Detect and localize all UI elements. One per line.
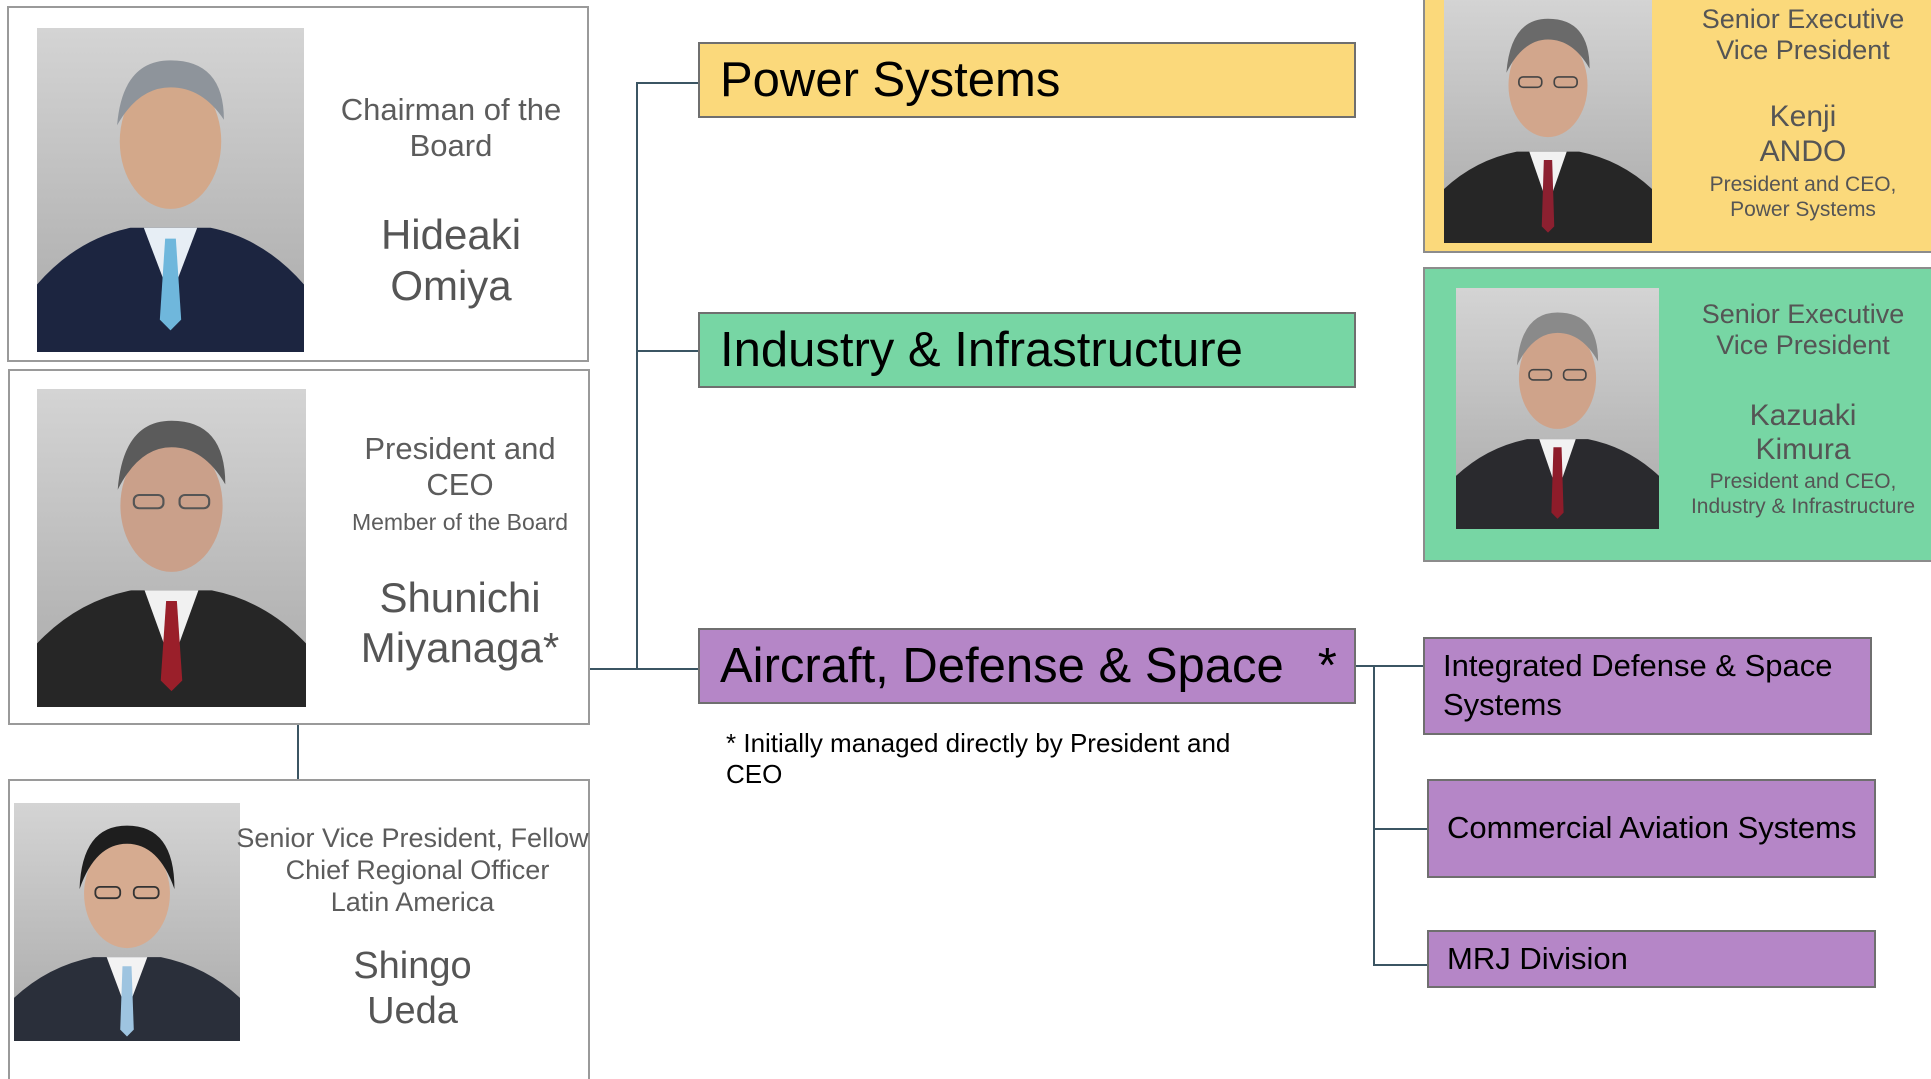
- segment-aircraft-defense-space: Aircraft, Defense & Space *: [698, 628, 1356, 704]
- segment-industry-label: Industry & Infrastructure: [720, 323, 1243, 377]
- unit-commercial-aviation: Commercial Aviation Systems: [1427, 779, 1876, 878]
- chairman-name-first: Hideaki: [380, 211, 522, 258]
- exec-industry-title-line1: President and CEO,: [1709, 470, 1897, 493]
- exec-power-card: Senior Executive Vice President Kenji AN…: [1423, 0, 1931, 253]
- exec-power-title-line2: Power Systems: [1730, 198, 1876, 221]
- chairman-card: Chairman of the Board Hideaki Omiya: [7, 6, 589, 362]
- connector-president-to-aircraft: [588, 668, 698, 670]
- president-role: President and CEO: [364, 431, 556, 502]
- connector-to-mrj: [1373, 964, 1427, 966]
- connector-units-trunk: [1373, 665, 1375, 965]
- unit-defense-label: Integrated Defense & Space Systems: [1443, 648, 1833, 722]
- aircraft-footnote: * Initially managed directly by Presiden…: [726, 728, 1231, 790]
- svp-photo: [14, 803, 240, 1041]
- svp-card: Senior Vice President, Fellow Chief Regi…: [8, 779, 590, 1079]
- president-member: Member of the Board: [351, 509, 569, 535]
- president-photo: [37, 389, 306, 707]
- svp-title-line1: Senior Vice President, Fellow: [236, 823, 589, 853]
- connector-aircraft-out: [1355, 665, 1423, 667]
- unit-integrated-defense-space: Integrated Defense & Space Systems: [1423, 637, 1872, 735]
- segment-aircraft-label: Aircraft, Defense & Space: [720, 639, 1284, 693]
- svp-name-last: Ueda: [367, 990, 458, 1032]
- exec-power-title-line1: President and CEO,: [1709, 173, 1897, 196]
- segment-power-systems: Power Systems: [698, 42, 1356, 118]
- exec-industry-role: Senior Executive Vice President: [1701, 299, 1905, 361]
- exec-power-role: Senior Executive Vice President: [1701, 4, 1905, 66]
- president-name-first: Shunichi: [379, 574, 541, 621]
- connector-to-industry: [636, 350, 698, 352]
- chairman-name-last: Omiya: [390, 262, 512, 309]
- segment-power-label: Power Systems: [720, 53, 1061, 107]
- exec-power-name-last: ANDO: [1759, 135, 1847, 168]
- exec-power-name-first: Kenji: [1769, 100, 1837, 133]
- exec-industry-title-line2: Industry & Infrastructure: [1690, 495, 1916, 518]
- connector-president-to-svp: [297, 722, 299, 780]
- svp-title-line2: Chief Regional Officer: [285, 855, 550, 885]
- exec-power-photo: [1444, 0, 1652, 243]
- chairman-photo: [37, 28, 304, 352]
- connector-to-aviation: [1373, 828, 1427, 830]
- exec-industry-card: Senior Executive Vice President Kazuaki …: [1423, 267, 1931, 562]
- svp-name-first: Shingo: [353, 945, 472, 987]
- svp-title-line3: Latin America: [330, 887, 495, 917]
- exec-industry-name-last: Kimura: [1755, 433, 1851, 466]
- connector-vertical-trunk: [636, 83, 638, 668]
- exec-industry-photo: [1456, 288, 1659, 529]
- segment-aircraft-marker: *: [1317, 639, 1337, 693]
- unit-mrj-label: MRJ Division: [1447, 940, 1628, 976]
- chairman-role: Chairman of the Board: [340, 92, 562, 163]
- president-name-last: Miyanaga*: [360, 624, 560, 671]
- unit-mrj-division: MRJ Division: [1427, 930, 1876, 988]
- unit-aviation-label: Commercial Aviation Systems: [1447, 810, 1857, 846]
- exec-industry-name-first: Kazuaki: [1749, 399, 1857, 432]
- president-card: President and CEO Member of the Board Sh…: [8, 369, 590, 725]
- connector-to-power: [636, 82, 698, 84]
- segment-industry-infrastructure: Industry & Infrastructure: [698, 312, 1356, 388]
